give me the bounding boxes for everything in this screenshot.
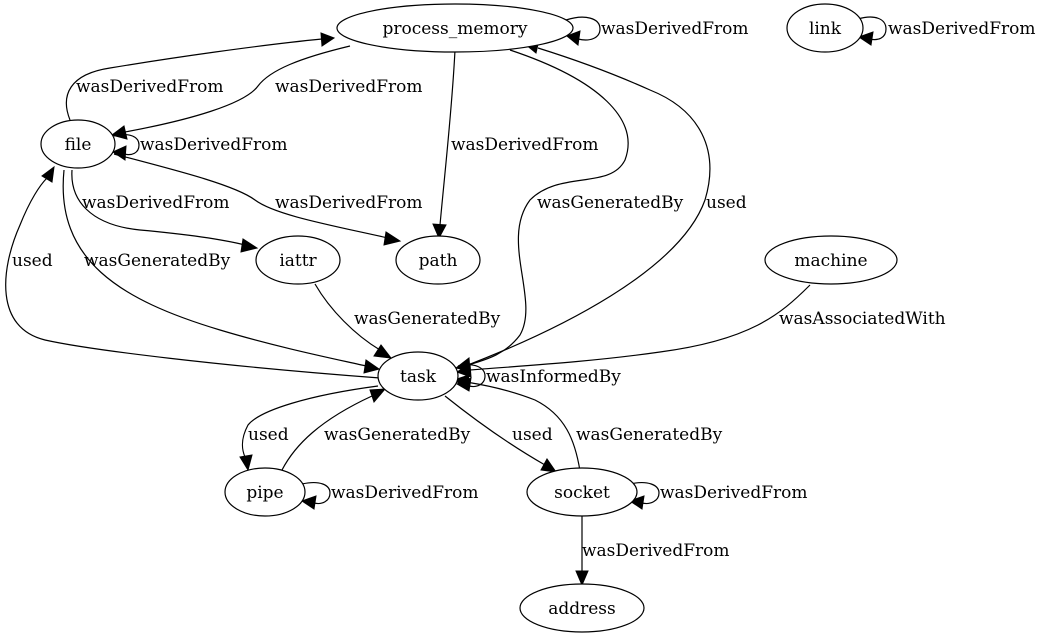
edge-label: used [512,425,553,445]
edge-label: wasGeneratedBy [324,425,471,445]
node-process-memory[interactable]: process_memory [336,3,574,53]
node-label: process_memory [382,19,527,39]
edge-process-memory-self: wasDerivedFrom [565,16,749,46]
edge-label: wasInformedBy [486,367,621,387]
edge-label: wasDerivedFrom [888,19,1036,39]
node-label: socket [554,483,610,503]
edge-task-to-pipe: used [239,385,379,472]
edge-process-memory-to-file: wasDerivedFrom [110,45,423,140]
edge-task-to-socket: used [444,395,558,473]
node-label: file [65,135,92,155]
edge-socket-self: wasDerivedFrom [628,481,808,510]
node-file[interactable]: file [40,119,116,169]
edge-label: wasDerivedFrom [275,193,423,213]
node-label: path [419,251,458,271]
edge-file-to-process-memory: wasDerivedFrom [65,32,336,121]
edge-label: wasDerivedFrom [582,541,730,561]
node-pipe[interactable]: pipe [224,467,306,517]
node-task[interactable]: task [377,351,459,401]
node-machine[interactable]: machine [764,235,898,285]
node-label: iattr [279,251,317,271]
node-socket[interactable]: socket [526,467,638,517]
edge-label: wasGeneratedBy [537,193,684,213]
edge-process-memory-to-path: wasDerivedFrom [432,49,599,240]
node-path[interactable]: path [395,235,481,285]
edge-label: wasDerivedFrom [601,19,749,39]
edge-label: wasGeneratedBy [576,425,723,445]
edge-label: wasDerivedFrom [140,135,288,155]
edge-label: wasDerivedFrom [275,77,423,97]
edge-link-self: wasDerivedFrom [857,16,1036,46]
edge-label: used [706,193,747,213]
edge-label: wasDerivedFrom [82,193,230,213]
edge-label: wasDerivedFrom [660,483,808,503]
edge-task-to-file-used: used [5,165,381,379]
edge-label: wasGeneratedBy [354,309,501,329]
edge-label: wasDerivedFrom [451,135,599,155]
edge-pipe-to-task: wasGeneratedBy [281,388,471,471]
edge-machine-to-task: wasAssociatedWith [455,284,946,378]
edge-task-self: wasInformedBy [455,364,621,392]
edge-iattr-to-task: wasGeneratedBy [314,283,501,359]
edge-label: used [12,251,53,271]
edge-file-to-task: wasGeneratedBy [62,169,381,374]
node-label: task [400,367,437,387]
node-address[interactable]: address [519,583,645,633]
edge-pipe-self: wasDerivedFrom [300,481,479,510]
edge-file-to-path: wasDerivedFrom [113,153,423,246]
node-label: pipe [246,483,283,503]
edge-file-self: wasDerivedFrom [111,133,288,161]
edge-file-to-iattr: wasDerivedFrom [71,169,259,253]
edge-label: wasAssociatedWith [779,309,946,329]
node-link[interactable]: link [786,3,864,53]
edge-label: wasDerivedFrom [76,77,224,97]
edge-socket-to-address: wasDerivedFrom [575,516,730,587]
edge-socket-to-task: wasGeneratedBy [452,374,723,472]
node-label: machine [794,251,867,271]
edge-label: used [248,425,289,445]
node-label: address [548,599,616,619]
edge-label: wasDerivedFrom [331,483,479,503]
node-iattr[interactable]: iattr [255,235,341,285]
edge-label: wasGeneratedBy [84,251,231,271]
node-label: link [809,19,842,39]
